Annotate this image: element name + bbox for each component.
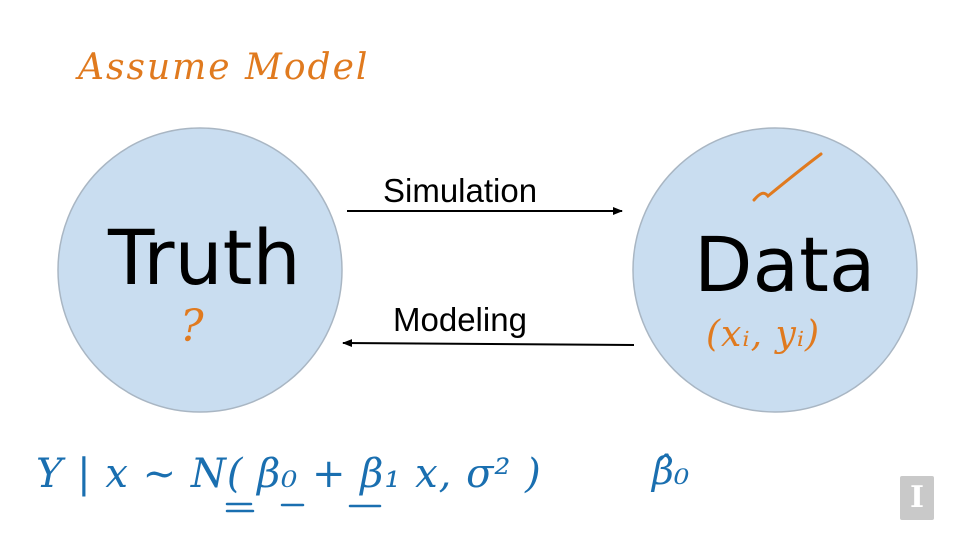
simulation-label: Simulation — [383, 172, 538, 209]
truth-node-circle — [57, 127, 343, 413]
model-equation-note: Y | x ~ N( β₀ + β₁ x, σ² ) — [36, 451, 542, 497]
checkmark-icon — [752, 152, 823, 202]
data-node-label: Data — [694, 220, 876, 309]
modeling-label: Modeling — [393, 301, 527, 338]
truth-unknown-note: ? — [180, 301, 204, 352]
data-points-note: (xᵢ, yᵢ) — [706, 314, 821, 355]
truth-node-label: Truth — [108, 213, 301, 302]
modeling-arrow — [342, 339, 635, 348]
beta-hat-note: β̂₀ — [652, 449, 690, 493]
university-logo: I — [900, 476, 934, 520]
data-node-circle — [632, 127, 918, 413]
logo-letter: I — [909, 480, 925, 515]
assume-model-note: Assume Model — [78, 47, 370, 88]
